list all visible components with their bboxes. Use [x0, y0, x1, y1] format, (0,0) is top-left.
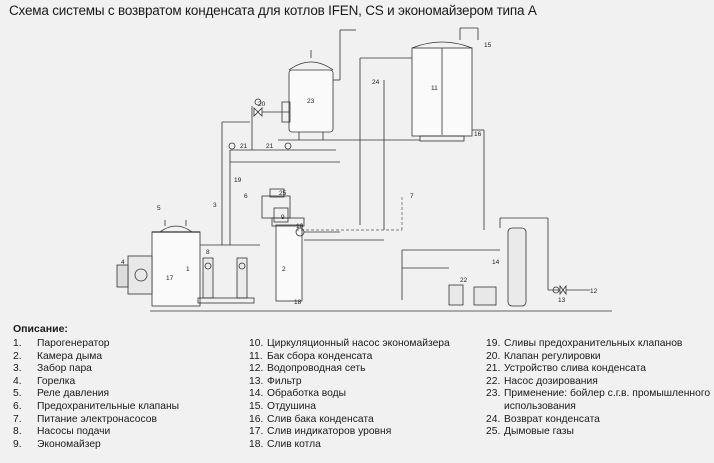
- legend-item: 4.Горелка: [13, 375, 76, 387]
- label-20: 20: [258, 101, 266, 108]
- legend-column-2: 10.Циркуляционный насос экономайзера 11.…: [249, 338, 450, 451]
- label-3: 3: [213, 202, 217, 209]
- legend-item: 5.Реле давления: [13, 388, 110, 400]
- legend-item: 3.Забор пара: [13, 363, 92, 375]
- legend-item: 8.Насосы подачи: [13, 426, 111, 438]
- label-15: 15: [484, 42, 492, 49]
- legend-item: 7.Питание электронасосов: [13, 413, 157, 425]
- legend-item: 2.Камера дыма: [13, 350, 103, 362]
- legend-item: 17.Слив индикаторов уровня: [249, 426, 392, 438]
- label-21: 21: [240, 143, 248, 150]
- label-6: 6: [244, 193, 248, 200]
- label-8: 8: [206, 249, 210, 256]
- steam-system-diagram: 1 2 3 4 5 6 7 8 9 10 11 12 13 14 15 16 1…: [116, 27, 612, 312]
- burner: [127, 255, 153, 295]
- water-tank: [473, 286, 497, 306]
- economizer: [273, 207, 289, 223]
- label-10: 10: [296, 223, 304, 230]
- label-1: 1: [186, 266, 190, 273]
- label-24: 24: [372, 79, 380, 86]
- legend-item: 25.Дымовые газы: [486, 426, 574, 438]
- legend-item: 6.Предохранительные клапаны: [13, 400, 180, 412]
- legend-item: 24.Возврат конденсата: [486, 413, 600, 425]
- label-23: 23: [307, 98, 315, 105]
- dosing-pump: [448, 284, 464, 306]
- label-12: 12: [590, 288, 598, 295]
- legend-item: 1.Парогенератор: [13, 338, 110, 349]
- feed-pump-2: [236, 257, 248, 299]
- water-treatment: [507, 227, 527, 307]
- label-21b: 21: [266, 143, 274, 150]
- legend-item: 13.Фильтр: [249, 375, 302, 387]
- label-9: 9: [281, 214, 285, 221]
- label-5: 5: [157, 205, 161, 212]
- label-13: 13: [558, 297, 566, 304]
- steam-generator: [151, 231, 201, 307]
- legend-item: 15.Отдушина: [249, 400, 316, 412]
- legend-item: 21.Устройство слива конденсата: [486, 363, 647, 375]
- label-16: 16: [474, 131, 482, 138]
- legend-item: 9.Экономайзер: [13, 438, 101, 450]
- label-14: 14: [492, 259, 500, 266]
- label-22: 22: [460, 277, 468, 284]
- legend-item: 18.Слив котла: [249, 438, 321, 450]
- smoke-chamber: [275, 224, 303, 302]
- legend-item: 10.Циркуляционный насос экономайзера: [249, 338, 450, 349]
- label-4: 4: [121, 259, 125, 266]
- diagram-title: Схема системы с возвратом конденсата для…: [9, 3, 537, 18]
- legend-item: 16.Слив бака конденсата: [249, 413, 374, 425]
- label-17: 17: [166, 275, 174, 282]
- feed-pump-1: [202, 257, 214, 299]
- legend-item: 14.Обработка воды: [249, 388, 347, 400]
- legend-heading: Описание:: [13, 323, 68, 335]
- industrial-boiler: [288, 69, 334, 133]
- label-2: 2: [282, 266, 286, 273]
- legend-item: 12.Водопроводная сеть: [249, 363, 366, 375]
- label-18: 18: [294, 299, 302, 306]
- legend-column-1: 1.Парогенератор 2.Камера дыма 3.Забор па…: [13, 338, 179, 451]
- legend-item: 19.Сливы предохранительных клапанов: [486, 338, 683, 349]
- legend-item: 20.Клапан регулировки: [486, 350, 601, 362]
- legend-item: 11.Бак сбора конденсата: [249, 350, 373, 362]
- legend-column-3: 19.Сливы предохранительных клапанов 20.К…: [486, 338, 710, 439]
- label-11: 11: [431, 85, 438, 92]
- label-7: 7: [410, 193, 414, 200]
- legend-item: 23.Применение: бойлер с.г.в. промышленно…: [486, 388, 711, 400]
- legend-item: 22.Насос дозирования: [486, 375, 598, 387]
- legend-item-continuation: использования: [504, 400, 576, 412]
- label-19: 19: [234, 177, 242, 184]
- label-25: 25: [279, 190, 287, 197]
